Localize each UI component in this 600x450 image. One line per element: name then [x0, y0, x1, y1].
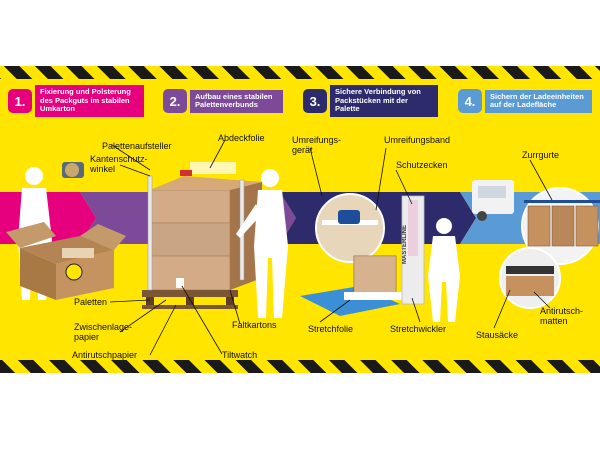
- label-abdeckfolie: Abdeckfolie: [218, 133, 265, 143]
- label-umreifungsgeraet: Umreifungs-gerät: [292, 135, 342, 155]
- step-2-badge: 2. Aufbau eines stabilen Palettenverbund…: [163, 86, 283, 116]
- hazard-stripe-top: [0, 66, 600, 79]
- machine-brand-label: MASTERLINE: [402, 225, 408, 264]
- label-zwischenlagepapier: Zwischenlage-papier: [74, 322, 133, 342]
- label-palettenaufsteller: Palettenaufsteller: [102, 141, 172, 151]
- label-zurrgurte: Zurrgurte: [522, 150, 560, 160]
- pallet-2: [142, 290, 238, 309]
- step-1-number: 1.: [8, 89, 32, 113]
- stretch-wrapper-machine: [300, 195, 425, 316]
- step-1-badge: 1. Fixierung und Polsterung des Packguts…: [8, 85, 144, 117]
- step-3-badge: 3. Sichere Verbindung von Packstücken mi…: [303, 85, 438, 117]
- leader-lines: [109, 139, 553, 356]
- tape-dispenser: [62, 162, 84, 178]
- label-kantenschutzwinkel: Kantenschutz-winkel: [90, 154, 148, 174]
- step-4-text: Sichern der Ladeeinheiten auf der Ladefl…: [485, 89, 592, 113]
- label-antirutschpapier: Antirutschpapier: [72, 350, 138, 360]
- label-schutzecken: Schutzecken: [396, 160, 448, 170]
- person-silhouette-2: [236, 169, 288, 318]
- label-faltkartons: Faltkartons: [232, 320, 277, 330]
- wrapped-pallet-load: [149, 162, 262, 291]
- label-tiltwatch: Tiltwatch: [222, 350, 258, 360]
- truck-load-inset: [521, 187, 600, 265]
- step-3-number: 3.: [303, 89, 327, 113]
- step-2-number: 2.: [163, 89, 187, 113]
- hazard-stripe-bottom: [0, 360, 600, 373]
- antislip-mat-inset: [499, 247, 561, 309]
- label-stausaecke: Stausäcke: [476, 330, 519, 340]
- label-stretchwickler: Stretchwickler: [390, 324, 447, 334]
- step-3-text: Sichere Verbindung von Packstücken mit d…: [330, 85, 438, 117]
- step-4-number: 4.: [458, 89, 482, 113]
- person-silhouette-3: [428, 218, 460, 322]
- strapping-inset: [315, 193, 385, 263]
- step-2-text: Aufbau eines stabilen Palettenverbunds: [190, 89, 283, 113]
- cardboard-box-open: [6, 222, 126, 300]
- label-antirutschmatten: Antirutsch-matten: [540, 306, 584, 326]
- label-umreifungsband: Umreifungsband: [384, 135, 451, 145]
- step-1-text: Fixierung und Polsterung des Packguts im…: [35, 85, 144, 117]
- truck-silhouette: [472, 180, 514, 221]
- step-4-badge: 4. Sichern der Ladeeinheiten auf der Lad…: [458, 86, 592, 116]
- label-stretchfolie: Stretchfolie: [308, 324, 354, 334]
- label-paletten: Paletten: [74, 297, 108, 307]
